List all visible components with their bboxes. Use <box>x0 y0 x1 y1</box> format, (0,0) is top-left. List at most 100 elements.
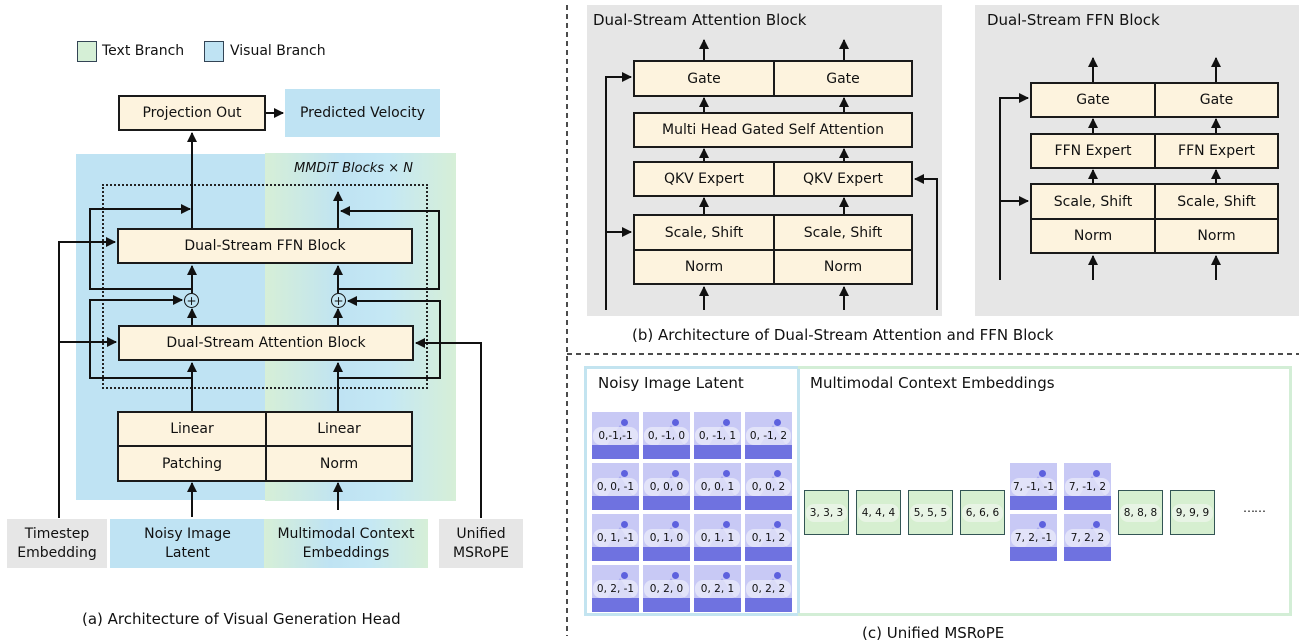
image-token-tile: 7, -1, -1 <box>1010 463 1057 510</box>
latent-token-tile: 0, -1, 1 <box>694 412 741 459</box>
position-id-label: 4, 4, 4 <box>858 504 899 522</box>
ground-band <box>745 445 792 459</box>
attn-scale-shift-right: Scale, Shift <box>773 214 913 251</box>
sun-icon <box>1039 470 1046 477</box>
attention-block-title: Dual-Stream Attention Block <box>593 11 807 29</box>
ffn-scale-shift-left: Scale, Shift <box>1030 183 1156 220</box>
position-id-label: 0, 2, 2 <box>746 580 791 598</box>
plus-icon: + <box>186 293 197 308</box>
linear-text-box: Linear <box>265 411 413 447</box>
ellipsis: …… <box>1243 501 1266 515</box>
sun-icon <box>723 419 730 426</box>
text-token-tile: 6, 6, 6 <box>960 490 1005 535</box>
position-id-label: 0, 0, 1 <box>695 478 740 496</box>
ground-band <box>592 496 639 510</box>
sun-icon <box>723 572 730 579</box>
latent-token-tile: 0, 1, -1 <box>592 514 639 561</box>
ground-band <box>1064 496 1111 510</box>
ground-band <box>643 496 690 510</box>
position-id-label: 0, -1, 2 <box>746 427 791 445</box>
ffn-gate-left: Gate <box>1030 82 1156 118</box>
sun-icon <box>672 419 679 426</box>
ffn-expert-right: FFN Expert <box>1154 133 1279 169</box>
ground-band <box>592 547 639 561</box>
caption-b: (b) Architecture of Dual-Stream Attentio… <box>632 326 1054 344</box>
position-id-label: 0, -1, 0 <box>644 427 689 445</box>
ground-band <box>694 598 741 612</box>
ffn-gate-right: Gate <box>1154 82 1279 118</box>
qkv-expert-left: QKV Expert <box>633 161 775 197</box>
position-id-label: 0, -1, 1 <box>695 427 740 445</box>
sun-icon <box>723 521 730 528</box>
latent-token-tile: 0, -1, 0 <box>643 412 690 459</box>
latent-token-tile: 0, 2, -1 <box>592 565 639 612</box>
attn-norm-left: Norm <box>633 249 775 285</box>
sun-icon <box>672 521 679 528</box>
attn-gate-right: Gate <box>773 60 913 97</box>
sun-icon <box>672 572 679 579</box>
ground-band <box>694 496 741 510</box>
position-id-label: 0, 1, 0 <box>644 529 689 547</box>
legend-swatch-visual <box>204 41 224 62</box>
predicted-velocity-box: Predicted Velocity <box>285 89 440 137</box>
position-id-label: 7, 2, 2 <box>1065 529 1110 547</box>
sun-icon <box>621 419 628 426</box>
multi-head-gated-self-attention: Multi Head Gated Self Attention <box>633 112 913 148</box>
ffn-norm-left: Norm <box>1030 218 1156 254</box>
timestep-embedding-input: Timestep Embedding <box>7 519 107 568</box>
ground-band <box>643 445 690 459</box>
linear-visual-box: Linear <box>117 411 267 447</box>
legend-swatch-text <box>77 41 97 62</box>
text-token-tile: 9, 9, 9 <box>1170 490 1215 535</box>
ground-band <box>592 598 639 612</box>
plus-icon: + <box>333 293 344 308</box>
ground-band <box>643 598 690 612</box>
latent-token-tile: 0,-1,-1 <box>592 412 639 459</box>
position-id-label: 0, 0, 2 <box>746 478 791 496</box>
position-id-label: 0, 1, -1 <box>593 529 638 547</box>
position-id-label: 8, 8, 8 <box>1120 504 1161 522</box>
unified-msrope-input: Unified MSRoPE <box>439 519 523 568</box>
position-id-label: 6, 6, 6 <box>962 504 1003 522</box>
latent-token-tile: 0, 2, 2 <box>745 565 792 612</box>
sun-icon <box>774 470 781 477</box>
caption-c: (c) Unified MSRoPE <box>862 624 1005 642</box>
position-id-label: 3, 3, 3 <box>806 504 847 522</box>
ground-band <box>745 496 792 510</box>
position-id-label: 0,-1,-1 <box>593 427 638 445</box>
ground-band <box>592 445 639 459</box>
sun-icon <box>621 572 628 579</box>
mmdit-blocks-label: MMDiT Blocks × N <box>294 161 413 176</box>
position-id-label: 0, 0, -1 <box>593 478 638 496</box>
text-token-tile: 4, 4, 4 <box>856 490 901 535</box>
attn-scale-shift-left: Scale, Shift <box>633 214 775 251</box>
position-id-label: 0, 2, 0 <box>644 580 689 598</box>
image-token-tile: 7, 2, 2 <box>1064 514 1111 561</box>
legend-label-visual: Visual Branch <box>230 43 326 59</box>
sun-icon <box>621 521 628 528</box>
position-id-label: 7, -1, 2 <box>1065 478 1110 496</box>
position-id-label: 0, 2, 1 <box>695 580 740 598</box>
attn-norm-right: Norm <box>773 249 913 285</box>
sun-icon <box>1039 521 1046 528</box>
sun-icon <box>774 572 781 579</box>
ground-band <box>1010 547 1057 561</box>
latent-token-tile: 0, 1, 1 <box>694 514 741 561</box>
multimodal-context-input: Multimodal Context Embeddings <box>264 519 428 568</box>
latent-token-tile: 0, 0, -1 <box>592 463 639 510</box>
sun-icon <box>621 470 628 477</box>
image-token-tile: 7, 2, -1 <box>1010 514 1057 561</box>
sun-icon <box>672 470 679 477</box>
patching-box: Patching <box>117 445 267 482</box>
noisy-latent-title: Noisy Image Latent <box>598 374 744 392</box>
sun-icon <box>723 470 730 477</box>
context-embeddings-title: Multimodal Context Embeddings <box>810 374 1055 392</box>
ffn-norm-right: Norm <box>1154 218 1279 254</box>
image-token-tile: 7, -1, 2 <box>1064 463 1111 510</box>
sun-icon <box>1093 470 1100 477</box>
qkv-expert-right: QKV Expert <box>773 161 913 197</box>
latent-token-tile: 0, 1, 2 <box>745 514 792 561</box>
latent-token-tile: 0, 1, 0 <box>643 514 690 561</box>
ground-band <box>745 547 792 561</box>
ground-band <box>745 598 792 612</box>
